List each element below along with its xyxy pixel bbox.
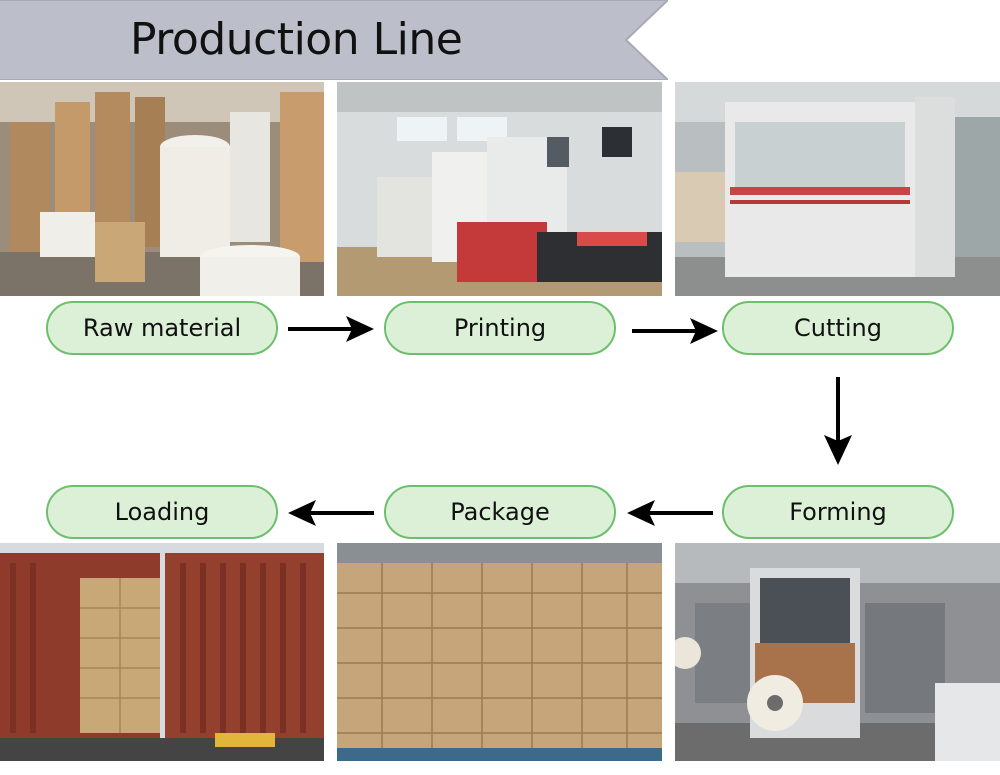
arrow-right-icon (632, 316, 718, 346)
photo-package (337, 543, 662, 761)
step-package: Package (384, 485, 616, 539)
page-title: Production Line (130, 14, 463, 65)
step-forming: Forming (722, 485, 954, 539)
photo-cutting (675, 82, 1000, 296)
photo-printing (337, 82, 662, 296)
arrow-left-icon (627, 498, 713, 528)
arrow-down-icon (822, 377, 854, 465)
arrow-left-icon (288, 498, 374, 528)
step-printing: Printing (384, 301, 616, 355)
photo-loading (0, 543, 324, 761)
step-loading: Loading (46, 485, 278, 539)
arrow-right-icon (288, 314, 374, 344)
title-banner: Production Line (0, 0, 671, 81)
photo-raw-material (0, 82, 324, 296)
photo-forming (675, 543, 1000, 761)
step-raw-material: Raw material (46, 301, 278, 355)
step-cutting: Cutting (722, 301, 954, 355)
